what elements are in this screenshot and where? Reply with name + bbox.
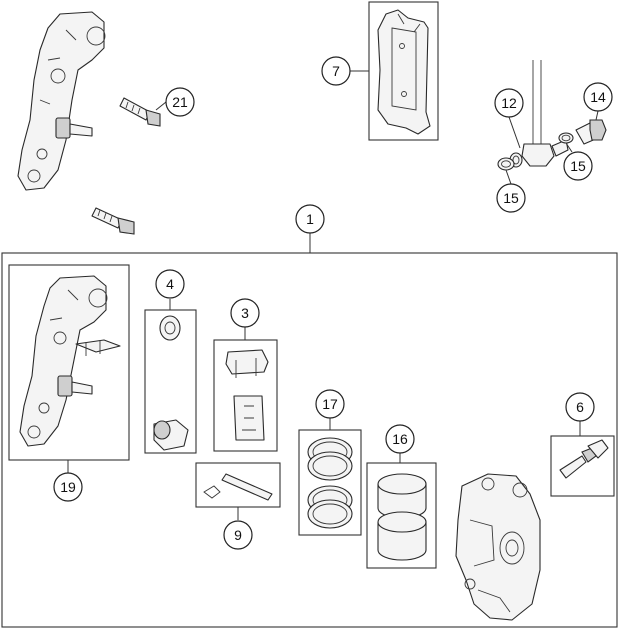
leader-lines — [67, 70, 599, 520]
bolt-loose — [91, 207, 135, 235]
brake-line-assembly — [497, 60, 607, 171]
callout-9-label: 9 — [234, 527, 242, 543]
callout-7: 7 — [321, 56, 351, 86]
callout-16-label: 16 — [392, 431, 408, 447]
seal-ring-kit — [298, 429, 362, 536]
callout-14-label: 14 — [590, 89, 606, 105]
bolt-21 — [119, 97, 161, 127]
caliper-support-kit — [8, 264, 130, 461]
callout-16: 16 — [385, 424, 415, 454]
callout-17: 17 — [315, 389, 345, 419]
pad-spring-kit — [213, 339, 278, 452]
callout-4: 4 — [155, 269, 185, 299]
callout-3-label: 3 — [241, 305, 249, 321]
callout-12-label: 12 — [501, 95, 517, 111]
callout-17-label: 17 — [322, 396, 338, 412]
piston-kit — [366, 462, 437, 569]
callout-19: 19 — [53, 472, 83, 502]
callout-4-label: 4 — [166, 276, 174, 292]
callout-15-right: 15 — [563, 151, 593, 181]
guide-bushing-kit — [144, 309, 197, 454]
brake-pad-set — [368, 1, 439, 141]
callout-14: 14 — [583, 82, 613, 112]
callout-6-label: 6 — [576, 399, 584, 415]
callout-7-label: 7 — [332, 63, 340, 79]
bleeder-valve-kit — [550, 435, 615, 497]
brake-caliper-body — [455, 473, 541, 621]
callout-3: 3 — [230, 298, 260, 328]
callout-1-label: 1 — [306, 211, 314, 227]
callout-21: 21 — [165, 87, 195, 117]
callout-9: 9 — [223, 520, 253, 550]
callout-1: 1 — [295, 204, 325, 234]
callout-12: 12 — [494, 88, 524, 118]
callout-15-right-label: 15 — [570, 158, 586, 174]
callout-19-label: 19 — [60, 479, 76, 495]
callout-15-lower-label: 15 — [503, 190, 519, 206]
callout-15-lower: 15 — [496, 183, 526, 213]
pad-pin-kit — [195, 462, 281, 508]
callout-21-label: 21 — [172, 94, 188, 110]
callout-6: 6 — [565, 392, 595, 422]
caliper-support-bracket — [17, 11, 106, 191]
